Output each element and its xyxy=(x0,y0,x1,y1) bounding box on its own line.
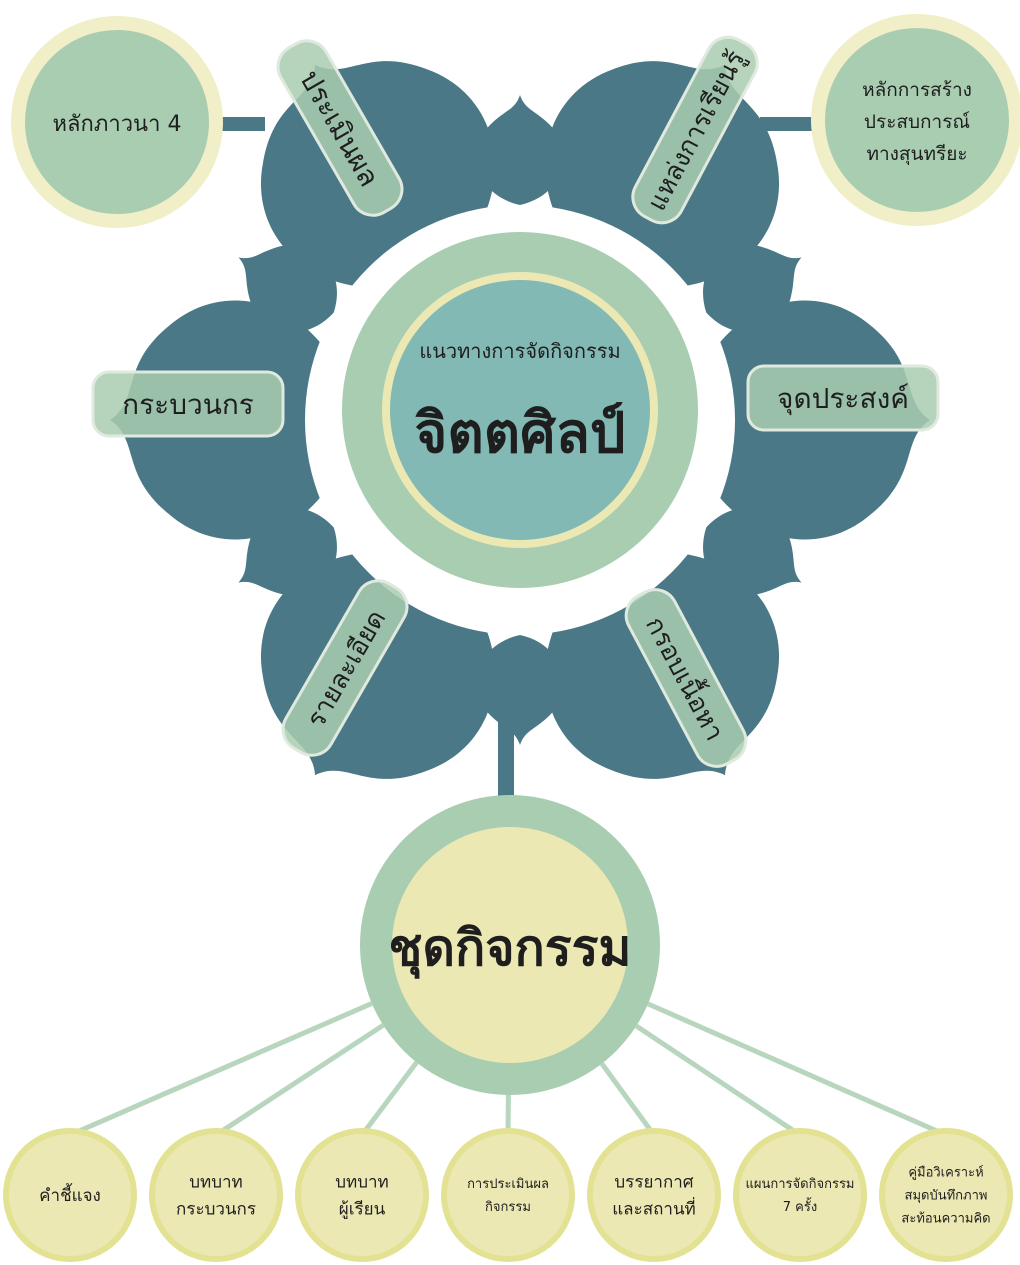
component-connector-line xyxy=(646,1001,948,1138)
component-label: 7 ครั้ง xyxy=(783,1197,817,1215)
component-connector-line xyxy=(599,1062,657,1137)
right-corner-line-1: หลักการสร้าง xyxy=(862,79,972,101)
component-label: แผนการจัดกิจกรรม xyxy=(746,1177,855,1192)
component-circle xyxy=(149,1128,283,1262)
petal-label-left: กระบวนกร xyxy=(122,388,254,421)
component-node: คู่มือวิเคราะห์สมุดบันทึกภาพสะท้อนความคิ… xyxy=(879,1128,1013,1262)
petal-pill-top-right xyxy=(631,35,759,225)
hub-title: ชุดกิจกรรม xyxy=(389,919,632,979)
component-label: กระบวนกร xyxy=(176,1199,256,1219)
component-label: บทบาท xyxy=(189,1172,243,1192)
center-subtitle: แนวทางการจัดกิจกรรม xyxy=(419,339,620,363)
center-title: จิตตศิลป์ xyxy=(415,401,626,466)
right-connector xyxy=(760,117,825,131)
component-circle xyxy=(733,1128,867,1262)
component-label: ผู้เรียน xyxy=(339,1199,386,1219)
petal-pill-top-left xyxy=(276,39,404,217)
component-label: สะท้อนความคิด xyxy=(901,1212,990,1227)
component-circle xyxy=(879,1128,1013,1262)
right-corner-line-3: ทางสุนทรียะ xyxy=(866,143,967,166)
component-circle xyxy=(295,1128,429,1262)
component-node: แผนการจัดกิจกรรม 7 ครั้ง xyxy=(733,1128,867,1262)
component-circle xyxy=(3,1128,137,1262)
component-label: คำชี้แจง xyxy=(39,1183,101,1206)
component-connector-line xyxy=(360,1060,419,1137)
component-connector-line xyxy=(634,1023,802,1138)
component-label: การประเมินผล xyxy=(467,1177,549,1192)
center-stem xyxy=(498,710,514,820)
component-circle xyxy=(441,1128,575,1262)
petal-pill-bottom-right xyxy=(624,588,748,768)
component-node: คำชี้แจง xyxy=(3,1128,137,1262)
component-circles: คำชี้แจงบทบาทกระบวนกรบทบาทผู้เรียนการประ… xyxy=(3,1128,1013,1262)
component-label: กิจกรรม xyxy=(485,1200,531,1215)
right-corner-line-2: ประสบการณ์ xyxy=(864,111,970,133)
left-corner-circle xyxy=(25,30,209,214)
petal-label-right: จุดประสงค์ xyxy=(777,382,909,416)
right-corner-circle xyxy=(825,28,1009,212)
component-connector-line xyxy=(214,1023,385,1138)
component-label: สมุดบันทึกภาพ xyxy=(905,1189,988,1204)
petal-pill-left xyxy=(91,370,285,438)
component-label: บทบาท xyxy=(335,1172,389,1192)
component-label: คู่มือวิเคราะห์ xyxy=(908,1165,983,1181)
left-corner-label: หลักภาวนา 4 xyxy=(53,112,182,137)
petal-pill-bottom-left xyxy=(281,579,409,757)
center-disk xyxy=(390,280,650,540)
component-connector-line xyxy=(69,1001,373,1138)
component-circle xyxy=(587,1128,721,1262)
component-connectors xyxy=(69,1001,948,1138)
component-label: บรรยากาศ xyxy=(614,1172,693,1192)
component-label: และสถานที่ xyxy=(612,1196,696,1219)
hub-circle xyxy=(392,827,628,1063)
petal-pill-right xyxy=(746,364,940,432)
